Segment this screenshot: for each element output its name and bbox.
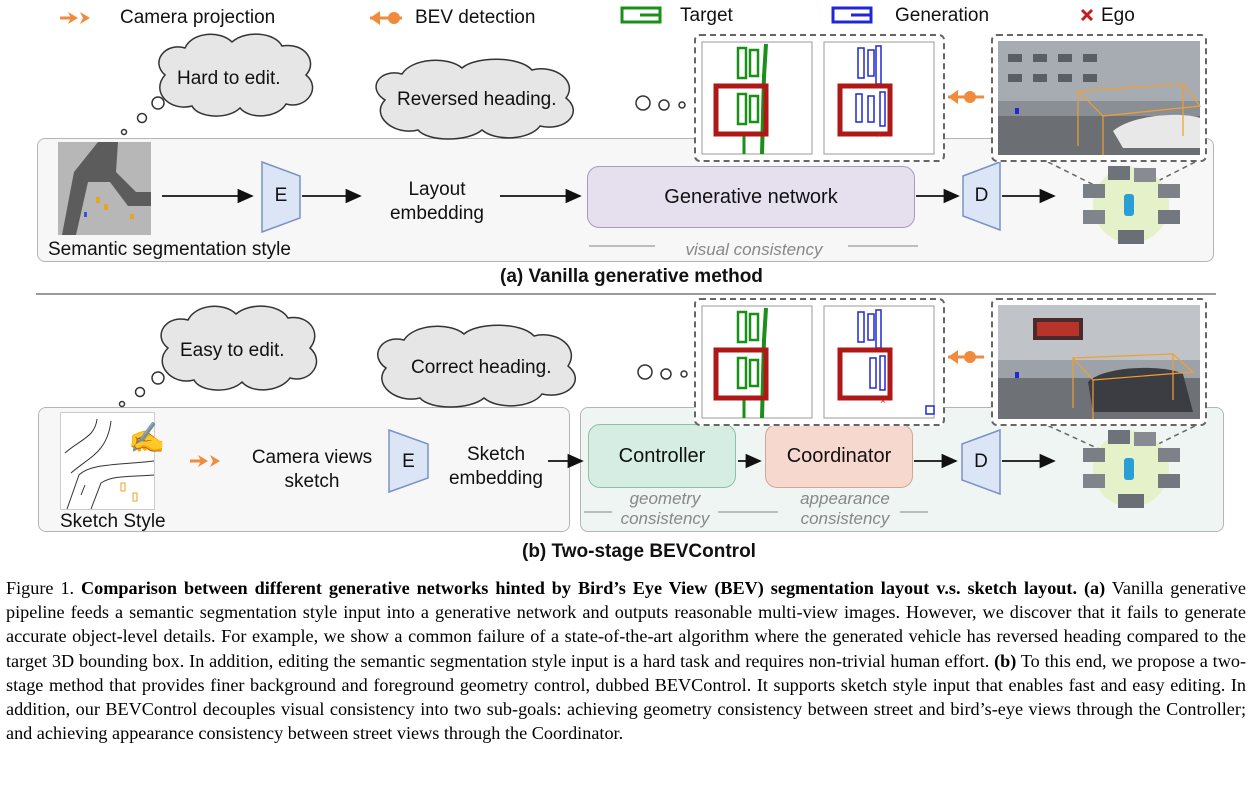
caption-a-marker: (a) (1083, 578, 1106, 598)
caption-title: Comparison between different generative … (81, 578, 1077, 598)
svg-text:×: × (880, 396, 886, 407)
controller-box: Controller (588, 424, 736, 488)
section-divider (36, 293, 1216, 295)
thought-cloud-correct-heading (377, 324, 688, 408)
encoder-e-top: E (274, 185, 288, 206)
top-multiview-output (1078, 158, 1184, 248)
thought-hard-to-edit: Hard to edit. (177, 68, 281, 89)
sketch-style-label: Sketch Style (60, 511, 166, 532)
bottom-camera-view (991, 298, 1207, 426)
coordinator-box: Coordinator (765, 424, 913, 488)
writing-hand-icon: ✍ (128, 422, 166, 455)
bottom-multiview-output (1078, 422, 1184, 512)
decoder-shape (962, 160, 1001, 232)
thought-cloud-easy-to-edit (118, 305, 318, 408)
caption-b-marker: (b) (994, 650, 1017, 671)
camera-projection-arrow (190, 455, 220, 467)
legend-generation: Generation (895, 5, 990, 26)
target-icon (620, 6, 662, 24)
caption-b-text: To this end, we propose a two-stage meth… (6, 650, 1247, 744)
layout-embedding-label: Layout embedding (389, 179, 485, 224)
semantic-segmentation-label: Semantic segmentation style (48, 239, 291, 260)
ego-icon (1080, 8, 1094, 22)
decoder-d-top: D (974, 185, 989, 206)
legend-target: Target (680, 5, 733, 26)
top-camera-view (991, 34, 1207, 162)
figure-label: Figure 1. (6, 578, 75, 598)
bev-detection-icon (370, 11, 402, 25)
thought-cloud-hard-to-edit (120, 33, 314, 136)
subcaption-a: (a) Vanilla generative method (500, 266, 763, 287)
geometry-consistency-label: geometry consistency (620, 489, 710, 529)
thought-cloud-reversed-heading (375, 58, 686, 140)
appearance-consistency-label: appearance consistency (800, 489, 890, 529)
thought-correct-heading: Correct heading. (411, 357, 552, 378)
legend-bev-detection: BEV detection (415, 7, 536, 28)
generation-icon (831, 6, 873, 24)
top-bev-maps: × (694, 34, 945, 162)
figure-caption: Figure 1. Comparison between different g… (6, 576, 1246, 745)
encoder-shape (261, 160, 301, 234)
caption-a-text: Vanilla generative pipeline feeds a sema… (6, 578, 1246, 671)
thought-reversed-heading: Reversed heading. (397, 89, 557, 110)
camera-projection-icon (60, 12, 90, 24)
decoder-shape-bottom (961, 428, 1001, 496)
sketch-embedding-label: Sketch embedding (448, 444, 544, 489)
thought-easy-to-edit: Easy to edit. (180, 340, 285, 361)
encoder-shape-bottom (388, 428, 429, 494)
generative-network-box: Generative network (587, 166, 915, 228)
decoder-d-bottom: D (974, 451, 988, 472)
semantic-segmentation-image (58, 142, 151, 235)
encoder-e-bottom: E (402, 451, 415, 472)
svg-text:×: × (876, 130, 882, 141)
visual-consistency-label: visual consistency (685, 240, 823, 259)
bottom-bev-maps: × (694, 298, 945, 426)
legend-camera-projection: Camera projection (120, 7, 276, 28)
legend-ego: Ego (1101, 5, 1135, 26)
subcaption-b: (b) Two-stage BEVControl (522, 541, 756, 562)
sketch-image (60, 412, 155, 510)
camera-views-sketch-label: Camera views sketch (251, 447, 373, 492)
